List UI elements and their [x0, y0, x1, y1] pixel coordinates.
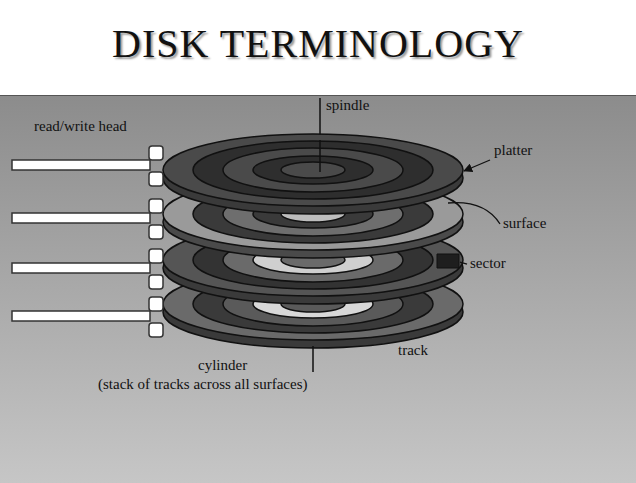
part-label: (stack of tracks across all surfaces) [98, 376, 308, 393]
part-label: sector [470, 255, 506, 272]
part-label: spindle [326, 97, 369, 114]
part-label: cylinder [198, 357, 247, 374]
part-label: track [398, 342, 428, 359]
part-label: surface [503, 215, 546, 232]
part-label: platter [494, 142, 532, 159]
title: DISK TERMINOLOGY [0, 20, 636, 67]
part-label: read/write head [34, 118, 127, 135]
